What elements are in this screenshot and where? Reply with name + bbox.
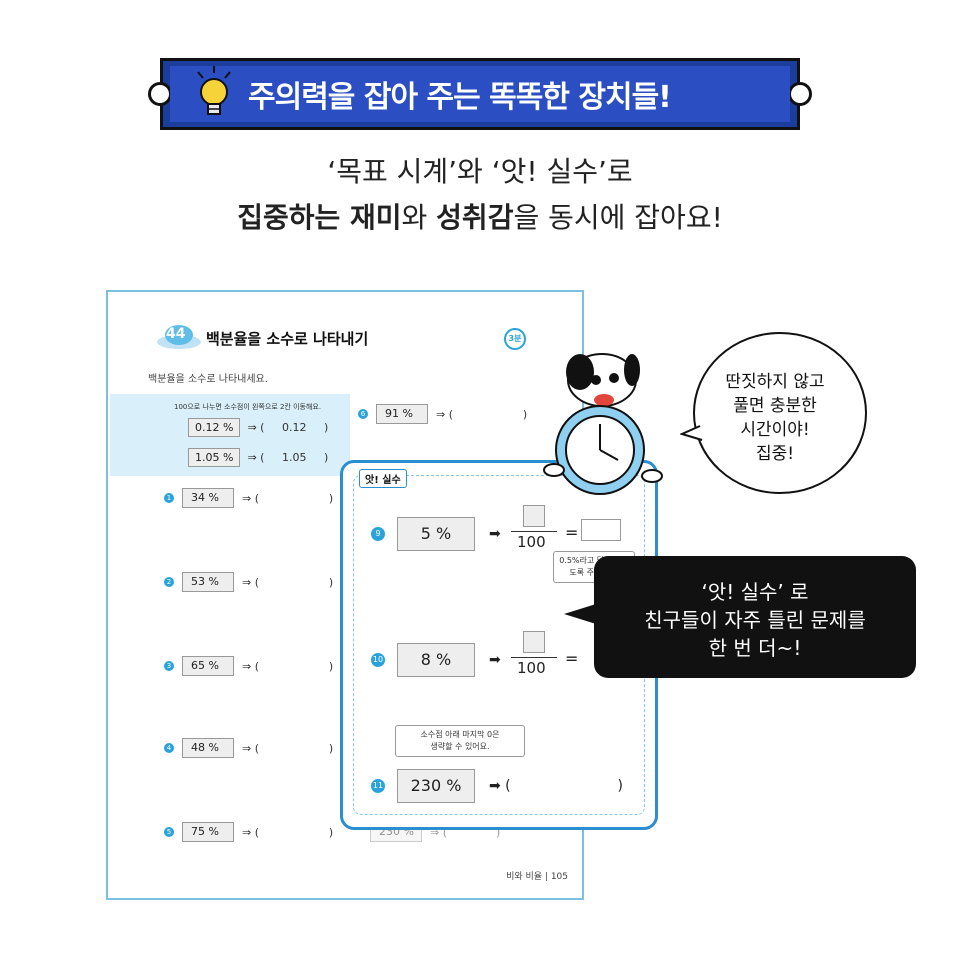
question-number: 5: [164, 827, 174, 837]
lesson-number: 44: [166, 326, 186, 342]
question-percent: 53 %: [182, 572, 234, 592]
subtitle-line2: 집중하는 재미와 성취감을 동시에 잡아요!: [0, 196, 960, 236]
banner-notch-left: [148, 82, 172, 106]
oops-tag: 앗! 실수: [359, 469, 407, 488]
oops-question-row: 9 5 % ➡: [371, 517, 501, 551]
question-percent: 48 %: [182, 738, 234, 758]
question-percent: 8 %: [397, 643, 475, 677]
question-number: 3: [164, 661, 174, 671]
question-number: 10: [371, 653, 385, 667]
question-row: 3 65 % ⇒ ( ): [164, 656, 333, 676]
answer-blank[interactable]: ➡ ( ): [489, 778, 623, 794]
hint-line: 생략할 수 있어요.: [430, 742, 490, 751]
hint-note: 소수점 아래 마지막 0은 생략할 수 있어요.: [395, 725, 525, 757]
subtitle-line1: ‘목표 시계’와 ‘앗! 실수’로: [327, 155, 633, 188]
denominator: 100: [517, 659, 546, 677]
example-answer: 0.12: [281, 421, 307, 434]
example-answer: 1.05: [281, 451, 307, 464]
oops-question-row: 10 8 % ➡: [371, 643, 501, 677]
bubble-text: 딴짓하지 않고 풀면 충분한 시간이야! 집중!: [680, 370, 870, 466]
bubble-shape: [680, 332, 867, 494]
question-row: 2 53 % ⇒ ( ): [164, 572, 333, 592]
page-footer: 비와 비율 | 105: [506, 872, 568, 882]
question-row: 5 75 % ⇒ ( ): [164, 822, 333, 842]
bubble-line: ‘앗! 실수’ 로: [701, 580, 809, 604]
fraction-bar: [511, 657, 557, 658]
question-percent: 5 %: [397, 517, 475, 551]
oops-question-row: 11 230 % ➡ ( ): [371, 769, 623, 803]
banner-title: 주의력을 잡아 주는 똑똑한 장치들!: [248, 80, 672, 115]
question-number: 6: [358, 409, 368, 419]
bubble-line: 집중!: [755, 444, 795, 464]
question-percent: 75 %: [182, 822, 234, 842]
lesson-title: 백분율을 소수로 나타내기: [206, 330, 369, 348]
answer-blank[interactable]: ⇒ ( ): [242, 659, 334, 673]
example-note: 100으로 나누면 소수점이 왼쪽으로 2칸 이동해요.: [174, 403, 322, 411]
bubble-text: ‘앗! 실수’ 로 친구들이 자주 틀린 문제를 한 번 더~!: [594, 578, 916, 662]
equals-sign: =: [565, 523, 579, 542]
arrow-icon: ⇒ (: [243, 451, 279, 464]
question-percent: 34 %: [182, 488, 234, 508]
paren-close: ): [309, 421, 329, 434]
example-percent: 0.12 %: [188, 418, 241, 437]
paren-close: ): [309, 451, 329, 464]
question-number: 11: [371, 779, 385, 793]
speech-bubble-black: ‘앗! 실수’ 로 친구들이 자주 틀린 문제를 한 번 더~!: [564, 556, 916, 678]
ufo-icon: [157, 325, 201, 349]
answer-blank[interactable]: ⇒ ( ): [242, 825, 334, 839]
arrow-icon: ➡: [489, 652, 501, 668]
answer-blank[interactable]: ⇒ ( ): [242, 741, 334, 755]
question-row: 1 34 % ⇒ ( ): [164, 488, 333, 508]
bubble-line: 시간이야!: [740, 420, 810, 440]
bubble-line: 한 번 더~!: [708, 636, 802, 660]
bubble-tail: [564, 604, 596, 624]
bubble-line: 딴짓하지 않고: [725, 372, 825, 392]
banner-inner: [170, 66, 790, 122]
title-banner: 주의력을 잡아 주는 똑똑한 장치들!: [148, 58, 812, 130]
subtitle-bold-2: 성취감: [436, 201, 514, 234]
answer-blank[interactable]: ⇒ ( ): [242, 575, 334, 589]
question-number: 1: [164, 493, 174, 503]
goal-clock: 3분: [504, 328, 526, 350]
question-percent: 65 %: [182, 656, 234, 676]
answer-blank[interactable]: [581, 519, 621, 541]
numerator-blank[interactable]: [523, 631, 545, 653]
hint-line: 소수점 아래 마지막 0은: [420, 730, 500, 739]
bubble-line: 친구들이 자주 틀린 문제를: [644, 608, 866, 632]
example-percent: 1.05 %: [188, 448, 241, 467]
numerator-blank[interactable]: [523, 505, 545, 527]
subtitle-text-1: 와: [401, 201, 437, 234]
question-percent: 91 %: [376, 404, 428, 424]
subtitle-text-2: 을 동시에 잡아요!: [513, 201, 723, 234]
subtitle-bold-1: 집중하는 재미: [237, 201, 402, 234]
question-percent: 230 %: [397, 769, 475, 803]
bubble-line: 풀면 충분한: [733, 396, 817, 416]
denominator: 100: [517, 533, 546, 551]
answer-blank[interactable]: ⇒ ( ): [436, 407, 528, 421]
arrow-icon: ⇒ (: [243, 421, 279, 434]
question-number: 2: [164, 577, 174, 587]
lightbulb-icon: [197, 66, 231, 115]
example-row: 1.05 % ⇒ ( 1.05 ): [188, 448, 328, 467]
fraction: 100: [511, 631, 557, 681]
equals-sign: =: [565, 649, 579, 668]
banner-notch-right: [788, 82, 812, 106]
speech-bubble-white: 딴짓하지 않고 풀면 충분한 시간이야! 집중!: [680, 330, 870, 500]
example-row: 0.12 % ⇒ ( 0.12 ): [188, 418, 328, 437]
arrow-icon: ➡: [489, 526, 501, 542]
fraction: 100: [511, 505, 557, 555]
question-number: 4: [164, 743, 174, 753]
answer-blank[interactable]: ⇒ ( ): [242, 491, 334, 505]
question-row: 4 48 % ⇒ ( ): [164, 738, 333, 758]
fraction-bar: [511, 531, 557, 532]
instruction: 백분율을 소수로 나타내세요.: [148, 374, 268, 385]
question-row: 6 91 % ⇒ ( ): [358, 404, 527, 424]
question-number: 9: [371, 527, 385, 541]
dog-mascot-with-clock-icon: [543, 353, 663, 495]
